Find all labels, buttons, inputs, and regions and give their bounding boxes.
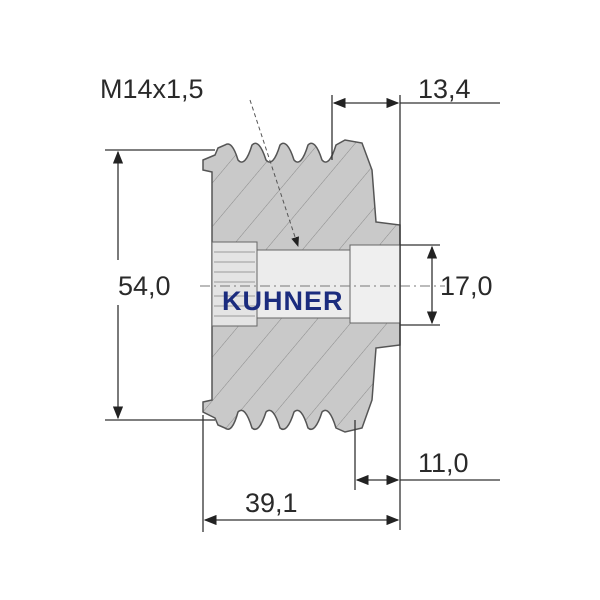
bore-counterbore xyxy=(349,244,401,324)
thread-label: M14x1,5 xyxy=(100,74,204,104)
bore-splined xyxy=(211,241,258,327)
brand-logo: KUHNER xyxy=(222,286,344,316)
dim-13-4: 13,4 xyxy=(418,74,471,104)
thread-leader xyxy=(249,99,299,247)
dim-17-0: 17,0 xyxy=(440,271,493,301)
dim-39-1: 39,1 xyxy=(245,488,298,518)
dim-11-0: 11,0 xyxy=(418,448,469,478)
dim-54-0: 54,0 xyxy=(118,271,171,301)
